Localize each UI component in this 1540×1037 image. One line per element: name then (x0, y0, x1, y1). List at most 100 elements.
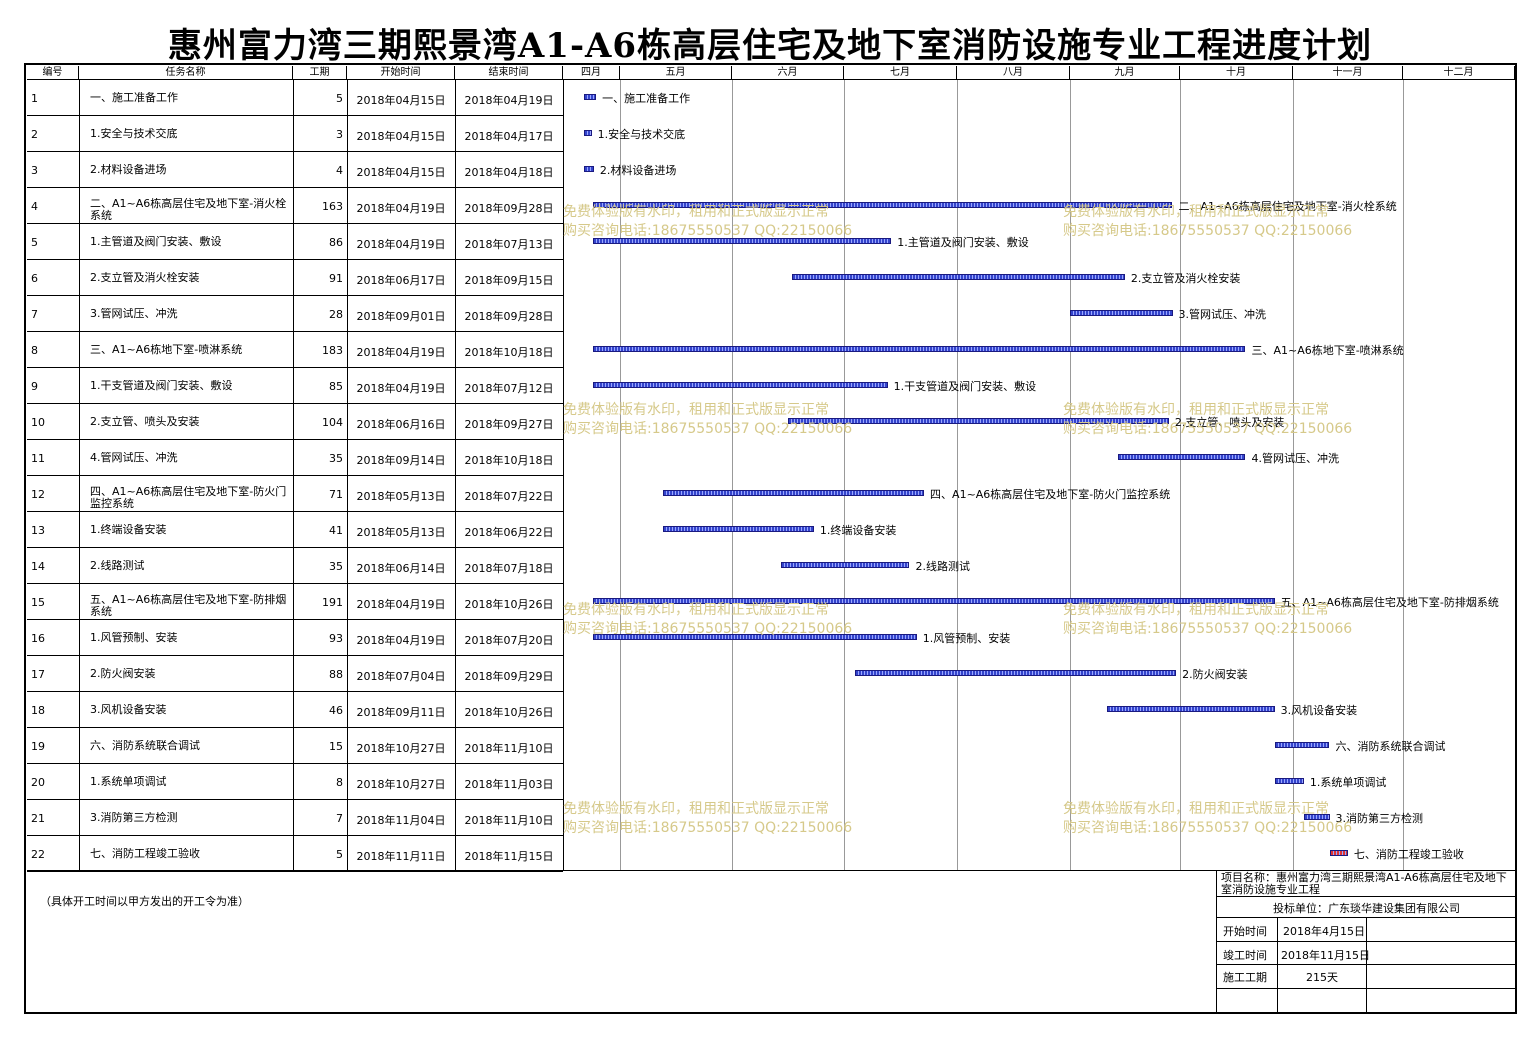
row-divider (27, 367, 563, 368)
task-duration: 8 (336, 776, 343, 789)
task-duration: 35 (329, 560, 343, 573)
gantt-bar-label: 2.支立管及消火栓安装 (1130, 272, 1241, 285)
gantt-bar-label: 三、A1~A6栋地下室-喷淋系统 (1251, 344, 1404, 357)
row-divider (27, 439, 563, 440)
task-name: 2.线路测试 (90, 560, 145, 572)
gantt-bar (1304, 814, 1330, 820)
gantt-bar (1274, 778, 1304, 784)
gantt-bar-label: 2.线路测试 (915, 560, 970, 573)
task-end: 2018年11月03日 (464, 778, 554, 791)
task-duration: 88 (329, 668, 343, 681)
month-gridline (1180, 80, 1181, 870)
row-divider (27, 223, 563, 224)
footer-divider (27, 870, 1517, 871)
task-name: 六、消防系统联合调试 (90, 740, 200, 752)
month-header: 十月 (1180, 66, 1293, 80)
header-divider (27, 79, 1517, 80)
table-column-line (563, 80, 564, 870)
page-title: 惠州富力湾三期熙景湾A1-A6栋高层住宅及地下室消防设施专业工程进度计划 (167, 26, 1373, 66)
task-duration: 5 (336, 848, 343, 861)
month-gridline (1293, 80, 1294, 870)
task-id: 5 (31, 236, 38, 249)
task-start: 2018年06月17日 (356, 274, 446, 287)
month-gridline (1403, 80, 1404, 870)
task-name: 二、A1~A6栋高层住宅及地下室-消火栓系统 (90, 198, 287, 222)
task-id: 1 (31, 92, 38, 105)
month-gridline (1070, 80, 1071, 870)
row-divider (27, 115, 563, 116)
task-id: 11 (31, 452, 45, 465)
month-header: 五月 (620, 66, 732, 80)
task-id: 13 (31, 524, 45, 537)
task-duration: 3 (336, 128, 343, 141)
row-divider (27, 187, 563, 188)
month-gridline (844, 80, 845, 870)
task-duration: 93 (329, 632, 343, 645)
task-duration: 85 (329, 380, 343, 393)
gantt-bar-label: 3.消防第三方检测 (1335, 812, 1424, 825)
row-divider (27, 655, 563, 656)
gantt-bar (780, 562, 910, 568)
gantt-bar-label: 2.支立管、喷头及安装 (1174, 416, 1285, 429)
project-name: 项目名称：惠州富力湾三期熙景湾A1-A6栋高层住宅及地下室消防设施专业工程 (1221, 871, 1507, 896)
task-name: 1.干支管道及阀门安装、敷设 (90, 380, 233, 392)
gantt-bar-label: 1.系统单项调试 (1309, 776, 1387, 789)
task-start: 2018年04月15日 (356, 94, 446, 107)
task-name: 3.消防第三方检测 (90, 812, 178, 824)
gantt-bar (788, 418, 1169, 424)
task-start: 2018年05月13日 (356, 490, 446, 503)
gantt-bar (1070, 310, 1173, 316)
row-divider (27, 295, 563, 296)
row-divider (27, 403, 563, 404)
col-header-start: 开始时间 (347, 66, 455, 80)
month-header: 十二月 (1403, 66, 1515, 80)
task-id: 4 (31, 200, 38, 213)
task-start: 2018年04月19日 (356, 346, 446, 359)
task-name: 三、A1~A6栋地下室-喷淋系统 (90, 344, 243, 356)
task-start: 2018年04月19日 (356, 238, 446, 251)
task-start: 2018年04月15日 (356, 166, 446, 179)
start-note: （具体开工时间以甲方发出的开工令为准） (40, 895, 249, 908)
task-start: 2018年09月14日 (356, 454, 446, 467)
task-duration: 163 (322, 200, 343, 213)
gantt-bar (592, 634, 917, 640)
task-start: 2018年04月15日 (356, 130, 446, 143)
gantt-bar-label: 3.风机设备安装 (1280, 704, 1358, 717)
task-end: 2018年10月18日 (464, 346, 554, 359)
task-duration: 35 (329, 452, 343, 465)
task-id: 2 (31, 128, 38, 141)
project-info-box: 项目名称：惠州富力湾三期熙景湾A1-A6栋高层住宅及地下室消防设施专业工程 投标… (1216, 870, 1516, 1012)
task-id: 22 (31, 848, 45, 861)
task-start: 2018年04月19日 (356, 202, 446, 215)
gantt-bar-label: 二、A1~A6栋高层住宅及地下室-消火栓系统 (1178, 200, 1397, 213)
row-divider (27, 583, 563, 584)
task-start: 2018年06月16日 (356, 418, 446, 431)
watermark: 免费体验版有水印，租用和正式版显示正常购买咨询电话:18675550537 QQ… (1063, 204, 1353, 239)
gantt-bar (1329, 850, 1348, 856)
task-end: 2018年04月17日 (464, 130, 554, 143)
gantt-bar (663, 490, 925, 496)
task-end: 2018年10月26日 (464, 706, 554, 719)
watermark: 免费体验版有水印，租用和正式版显示正常购买咨询电话:18675550537 QQ… (1063, 402, 1353, 437)
start-value: 2018年4月15日 (1283, 925, 1365, 938)
task-end: 2018年04月18日 (464, 166, 554, 179)
gantt-bar (583, 94, 597, 100)
task-end: 2018年09月28日 (464, 310, 554, 323)
task-start: 2018年06月14日 (356, 562, 446, 575)
gantt-bar (791, 274, 1125, 280)
row-divider (27, 835, 563, 836)
task-duration: 86 (329, 236, 343, 249)
task-end: 2018年07月13日 (464, 238, 554, 251)
task-name: 1.主管道及阀门安装、敷设 (90, 236, 222, 248)
task-name: 4.管网试压、冲洗 (90, 452, 178, 464)
row-divider (27, 763, 563, 764)
gantt-bar-label: 1.主管道及阀门安装、敷设 (897, 236, 1029, 249)
task-end: 2018年10月18日 (464, 454, 554, 467)
task-duration: 91 (329, 272, 343, 285)
task-duration: 15 (329, 740, 343, 753)
row-divider (27, 799, 563, 800)
row-divider (27, 691, 563, 692)
month-header: 八月 (957, 66, 1070, 80)
end-label: 竣工时间 (1223, 949, 1267, 962)
task-id: 16 (31, 632, 45, 645)
